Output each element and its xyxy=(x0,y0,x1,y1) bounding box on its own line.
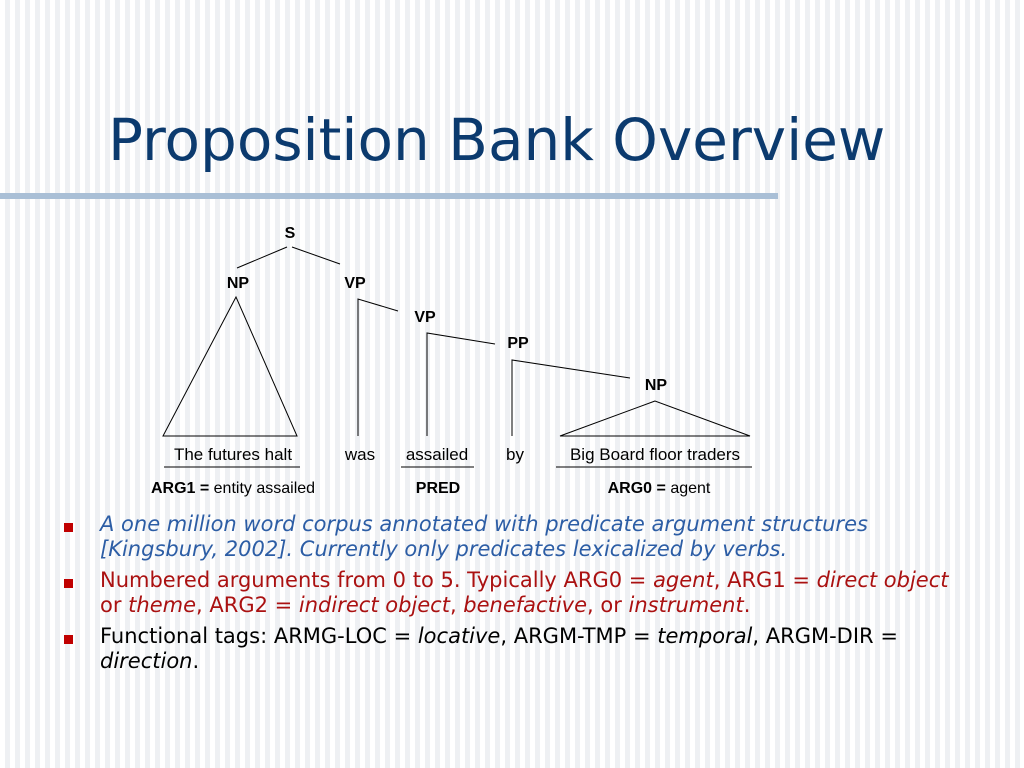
node-vp: VP xyxy=(344,275,366,292)
slide-title: Proposition Bank Overview xyxy=(108,106,886,174)
term-theme: theme xyxy=(128,593,197,617)
word-the-futures-halt: The futures halt xyxy=(174,445,292,464)
bullet-text-part: , ARG1 = xyxy=(713,568,817,592)
edge-vp1 xyxy=(357,298,399,436)
term-indirect-object: indirect object xyxy=(298,593,450,617)
role-pred: PRED xyxy=(416,480,460,497)
term-temporal: temporal xyxy=(657,624,753,648)
term-direction: direction xyxy=(100,649,193,673)
bullet-text-corpus: A one million word corpus annotated with… xyxy=(100,512,868,561)
bullet-text-part: . xyxy=(743,593,751,617)
word-assailed: assailed xyxy=(406,445,468,464)
node-pp: PP xyxy=(507,335,529,352)
node-np-inner: NP xyxy=(645,377,668,394)
term-direct-object: direct object xyxy=(816,568,949,592)
role-arg0-tag: ARG0 = xyxy=(608,480,666,497)
title-rule xyxy=(0,193,778,199)
word-by: by xyxy=(506,445,524,464)
bullet-text-part: , ARGM-TMP = xyxy=(500,624,658,648)
bullet-square-icon xyxy=(64,635,73,644)
role-arg0: ARG0 = agent xyxy=(608,480,711,497)
bullet-square-icon xyxy=(64,579,73,588)
bullet-item-numbered-arguments: Numbered arguments from 0 to 5. Typicall… xyxy=(64,568,964,618)
bullet-text-part: , or xyxy=(587,593,629,617)
role-arg1: ARG1 = entity assailed xyxy=(151,480,315,497)
bullet-text-part: . xyxy=(192,649,200,673)
triangle-np1 xyxy=(162,295,298,437)
node-s: S xyxy=(285,225,296,242)
bullet-text-part: or xyxy=(100,593,129,617)
term-instrument: instrument xyxy=(628,593,744,617)
edge-pp xyxy=(511,359,631,436)
term-locative: locative xyxy=(417,624,501,648)
bullet-text-part: , ARG2 = xyxy=(196,593,299,617)
bullet-item-corpus: A one million word corpus annotated with… xyxy=(64,512,964,562)
bullet-text-part: Numbered arguments from 0 to 5. Typicall… xyxy=(100,568,654,592)
term-benefactive: benefactive xyxy=(463,593,587,617)
word-big-board-floor-traders: Big Board floor traders xyxy=(570,445,740,464)
bullet-item-functional-tags: Functional tags: ARMG-LOC = locative, AR… xyxy=(64,624,964,674)
role-arg0-desc: agent xyxy=(670,480,711,497)
bullet-text-part: Functional tags: ARMG-LOC = xyxy=(100,624,418,648)
node-vp-inner: VP xyxy=(414,309,436,326)
edge-s-np xyxy=(236,246,288,269)
role-arg1-desc: entity assailed xyxy=(214,480,315,497)
word-was: was xyxy=(344,445,375,464)
bullet-text-part: , xyxy=(449,593,464,617)
bullet-square-icon xyxy=(64,523,73,532)
bullet-list: A one million word corpus annotated with… xyxy=(64,512,964,680)
edge-vp2 xyxy=(426,332,496,436)
edge-s-vp xyxy=(291,246,341,265)
triangle-np2 xyxy=(559,400,751,437)
bullet-text-part: , ARGM-DIR = xyxy=(752,624,898,648)
node-np: NP xyxy=(227,275,250,292)
role-arg1-tag: ARG1 = xyxy=(151,480,209,497)
term-agent: agent xyxy=(653,568,714,592)
